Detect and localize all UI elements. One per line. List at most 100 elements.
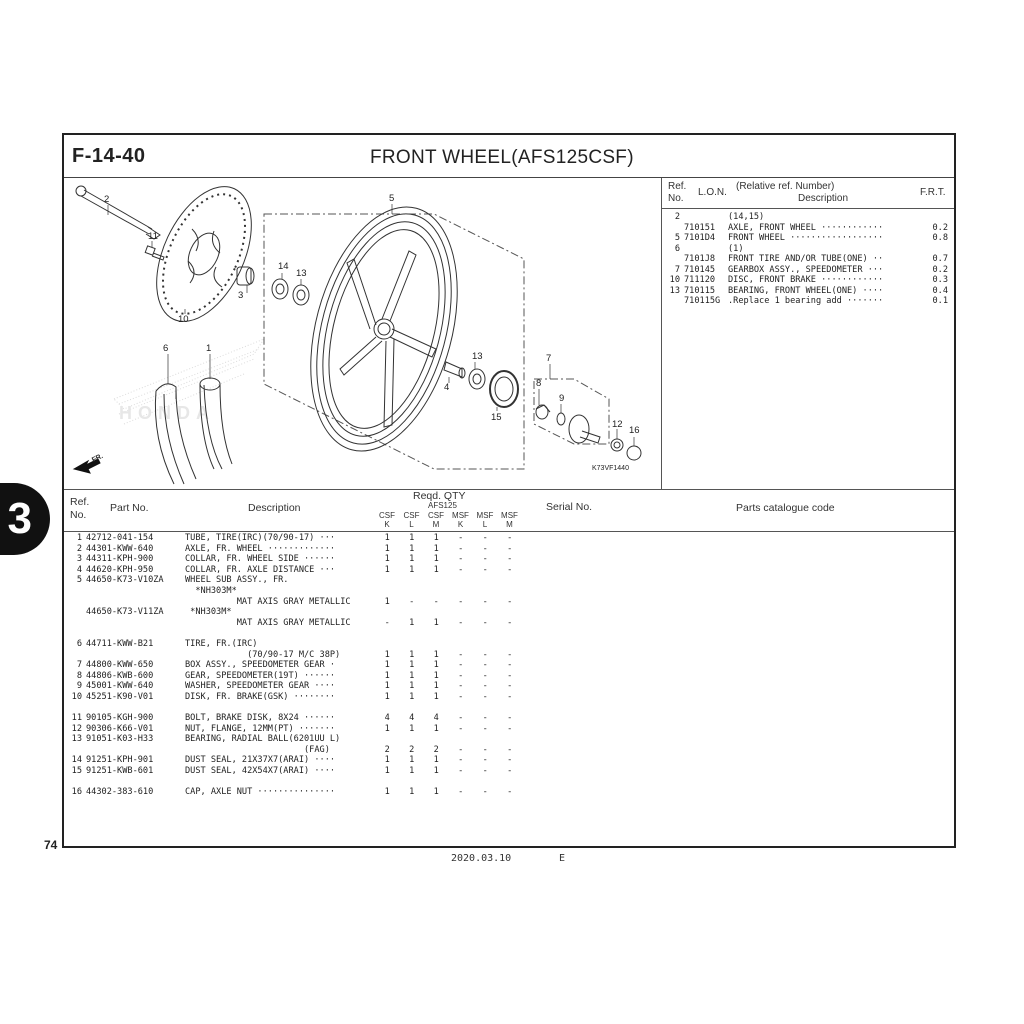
qty-cell: -: [482, 744, 488, 755]
description-cell: GEAR, SPEEDOMETER(19T) ······: [185, 670, 336, 681]
description-header: Description: [248, 502, 301, 514]
qty-cell: [449, 639, 474, 650]
frt-desc-header-2: Description: [798, 193, 849, 204]
qty-cell: 1: [433, 543, 439, 554]
part-no-cell: 42712-041-154: [86, 533, 154, 543]
frt-desc: (1): [728, 243, 744, 254]
qty-cell: 4: [409, 713, 415, 724]
qty-type: CSF: [379, 511, 395, 520]
callout-15: 15: [491, 412, 502, 423]
qty-cell: -: [507, 543, 513, 554]
washer-part: [556, 412, 566, 426]
qty-cell: 1: [433, 755, 439, 766]
qty-cell: -: [507, 533, 513, 543]
part-no-cell: 44650-K73-V10ZA: [86, 575, 164, 586]
qty-cell: -: [507, 564, 513, 575]
qty-cell: [400, 639, 425, 650]
callout-4: 4: [444, 382, 450, 393]
qty-cell: 1: [409, 755, 415, 766]
bearing-13a-part: [292, 284, 310, 306]
ref-no-cell: 7: [76, 660, 82, 671]
ref-no-cell: 9: [76, 681, 82, 692]
qty-cell: -: [458, 543, 464, 554]
qty-cell: -: [458, 691, 464, 702]
part-no-cell: 44806-KWB-600: [86, 670, 154, 681]
tire-part: [154, 383, 197, 485]
svg-text:HONDA: HONDA: [119, 403, 215, 423]
qty-cell: 1: [433, 766, 439, 777]
qty-cell: [449, 607, 474, 618]
table-row: 44650-K73-V11ZA *NH303M*: [64, 607, 524, 618]
part-no-cell: 45251-K90-V01: [86, 691, 154, 702]
qty-cell: -: [458, 564, 464, 575]
qty-cell: [498, 639, 523, 650]
qty-variant: L: [409, 520, 414, 529]
section-code: F-14-40: [72, 145, 146, 167]
qty-cell: -: [458, 723, 464, 734]
description-cell: (FAG): [185, 744, 330, 755]
frt-desc: (14,15): [728, 212, 765, 222]
qty-cell: 1: [433, 564, 439, 575]
description-cell: DUST SEAL, 42X54X7(ARAI) ····: [185, 766, 336, 777]
qty-cell: [424, 575, 449, 586]
reqd-qty-header: Reqd. QTY: [413, 490, 466, 502]
page-title: FRONT WHEEL(AFS125CSF): [370, 147, 634, 168]
callout-1: 1: [206, 343, 212, 354]
part-no-cell: 91051-K03-H33: [86, 734, 154, 745]
qty-cell: -: [482, 649, 488, 660]
honda-wing-watermark: HONDA: [113, 337, 266, 425]
frt-time: 0.7: [932, 254, 948, 264]
description-cell: *NH303M*: [185, 607, 232, 618]
frt-ref-header: Ref.: [668, 181, 687, 192]
qty-cell: -: [482, 723, 488, 734]
qty-cell: 1: [384, 554, 390, 565]
description-cell: BOLT, BRAKE DISK, 8X24 ······: [185, 713, 336, 724]
qty-cell: 2: [409, 744, 415, 755]
qty-cell: [498, 586, 523, 597]
front-direction-arrow-icon: [72, 458, 101, 474]
frt-desc: AXLE, FRONT WHEEL ············: [728, 222, 884, 233]
qty-cell: -: [458, 596, 464, 607]
description-cell: WASHER, SPEEDOMETER GEAR ····: [185, 681, 336, 692]
qty-cell: -: [482, 554, 488, 565]
frt-ref: [662, 296, 680, 307]
qty-cell: -: [458, 713, 464, 724]
frt-no-header: No.: [668, 193, 684, 204]
callout-16: 16: [629, 425, 640, 436]
qty-variant: L: [482, 520, 488, 529]
frt-time: 0.1: [932, 296, 948, 306]
callout-7: 7: [546, 353, 552, 364]
qty-cell: -: [507, 649, 513, 660]
qty-cell: -: [482, 543, 488, 554]
qty-cell: -: [482, 617, 488, 628]
qty-cell: -: [507, 596, 513, 607]
diagram-frt-divider: [661, 178, 662, 490]
callout-8: 8: [536, 378, 542, 389]
frt-desc: FRONT TIRE AND/OR TUBE(ONE) ··: [728, 254, 884, 264]
distance-collar-part: [443, 361, 466, 379]
frt-row: 2(14,15): [662, 212, 954, 223]
section-tab: 3: [0, 483, 50, 555]
ref-no-cell: 12: [71, 723, 82, 734]
description-cell: *NH303M*: [185, 585, 237, 596]
qty-cell: [375, 639, 400, 650]
ref-no-cell: 6: [76, 638, 82, 649]
qty-cell: [375, 607, 400, 618]
ref-no-cell: [64, 745, 82, 756]
qty-cell: [498, 607, 523, 618]
frt-time: 0.4: [932, 285, 948, 296]
part-no-cell: 44711-KWW-B21: [86, 638, 154, 649]
qty-cell: 1: [409, 533, 415, 543]
